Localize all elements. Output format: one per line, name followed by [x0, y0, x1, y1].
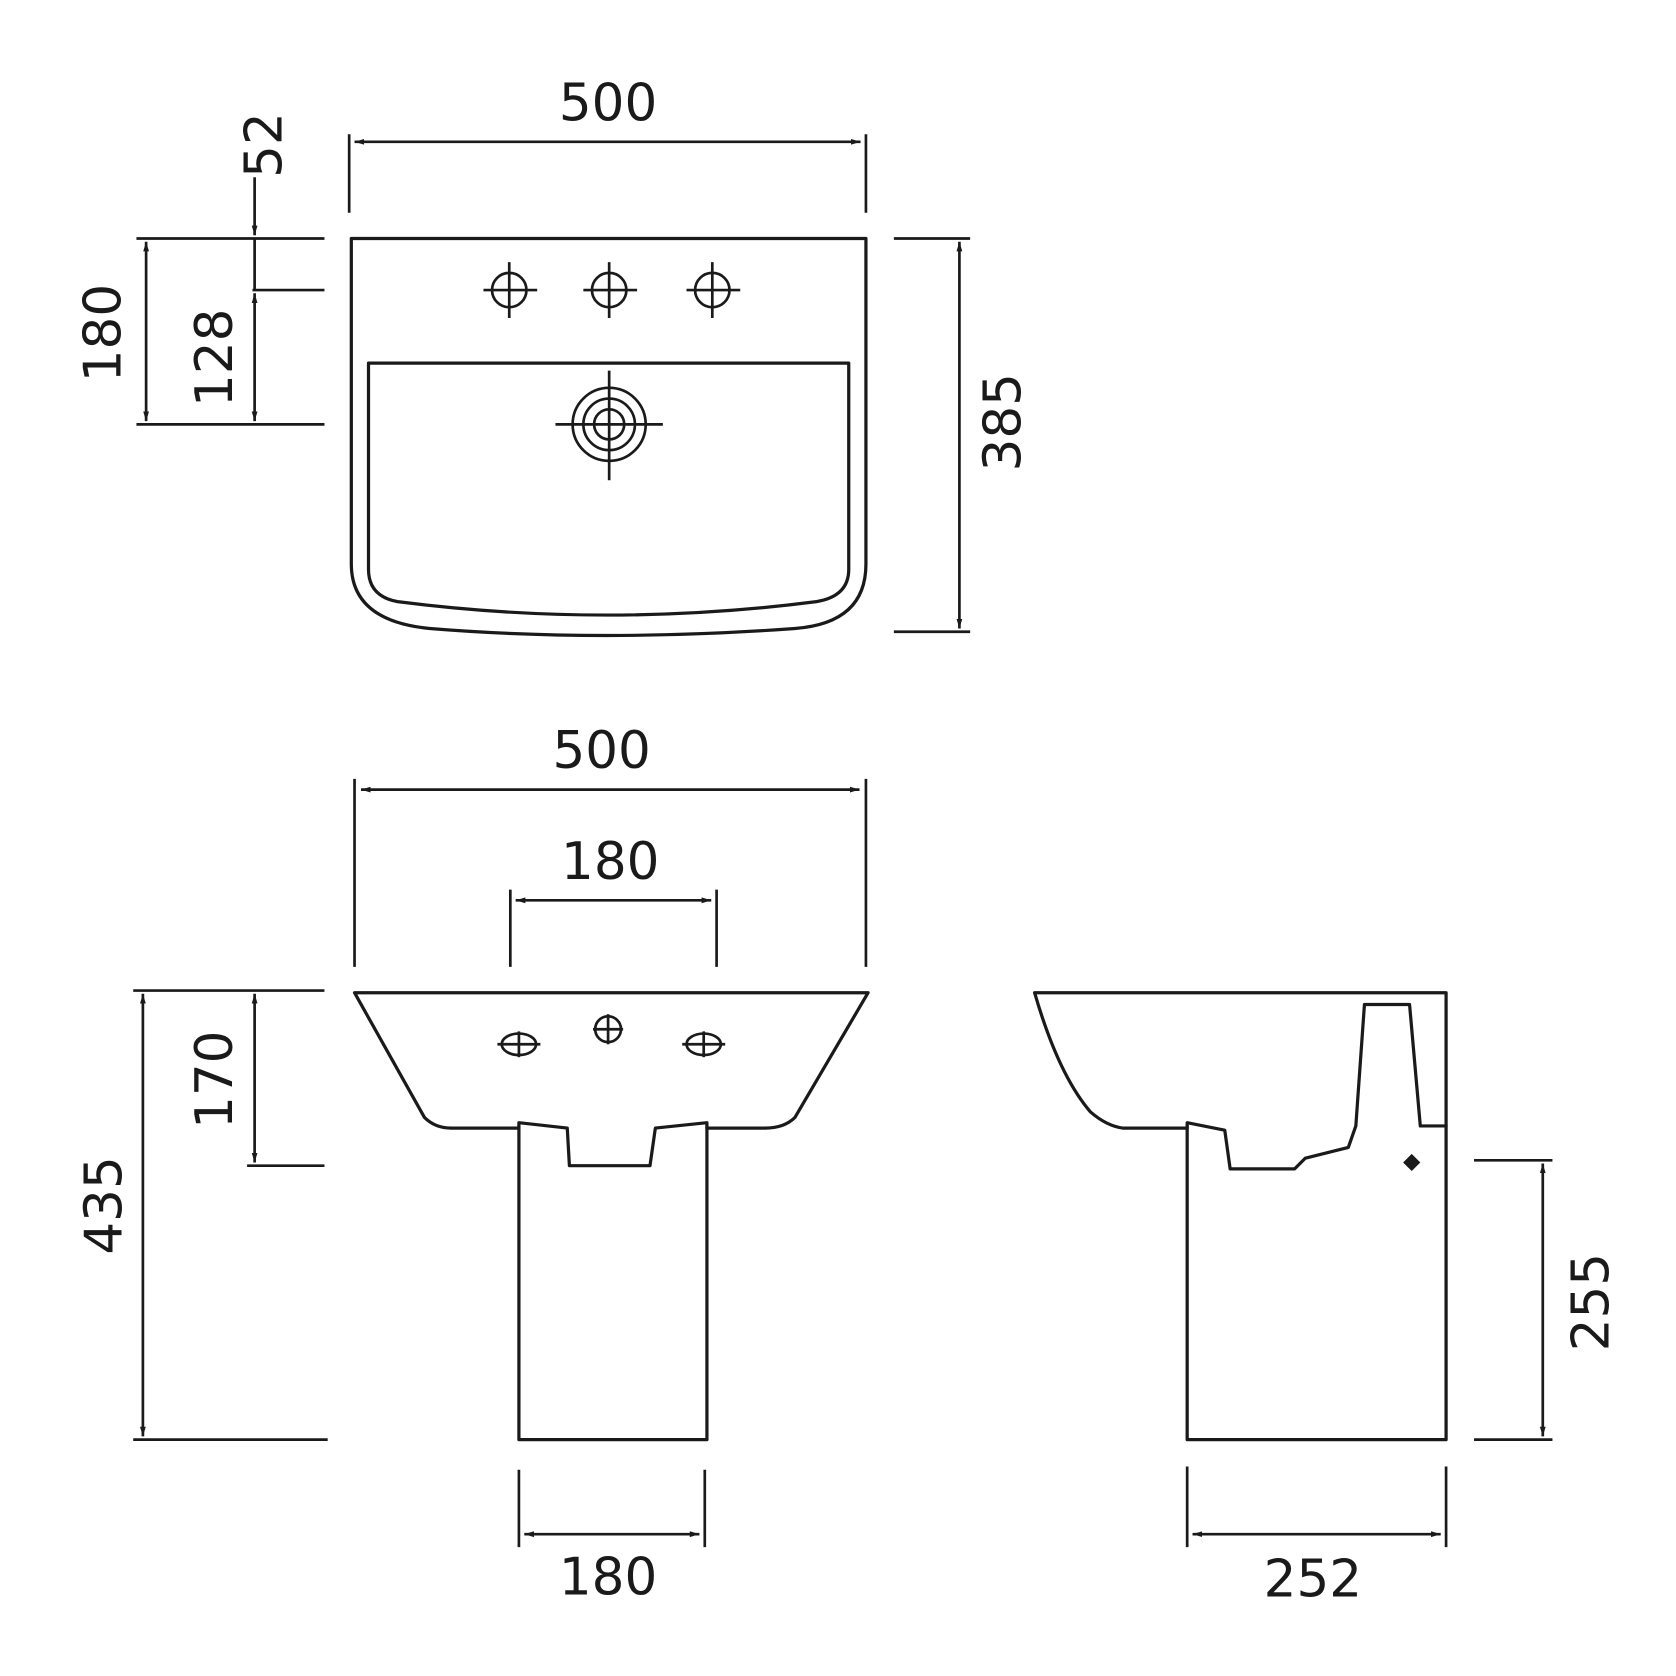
tap-hole-right-icon	[686, 262, 741, 319]
waste-outlet-icon	[555, 370, 663, 481]
pedestal-front	[517, 1124, 709, 1442]
fixing-point-icon	[1403, 1153, 1421, 1172]
basin-outline-front	[352, 991, 870, 1168]
basin-height-label: 170	[185, 1031, 245, 1129]
depth-label: 385	[974, 373, 1034, 471]
tap-hole-front-center-icon	[593, 1014, 624, 1045]
overall-depth-label: 180	[73, 284, 133, 382]
tap-hole-front-left-icon	[497, 1031, 541, 1058]
side-view: 255 252	[1032, 991, 1621, 1609]
overall-height-label: 435	[74, 1156, 134, 1254]
basin-outline-top	[349, 236, 868, 638]
tap-hole-front-right-icon	[682, 1031, 726, 1058]
pedestal-width-label: 180	[559, 1547, 657, 1607]
bowl-outline-top	[366, 361, 851, 617]
pedestal-depth-label: 252	[1264, 1549, 1362, 1609]
top-width-label: 500	[559, 73, 657, 133]
pedestal-side	[1185, 1124, 1448, 1442]
front-view: 500 180 170 435 180	[74, 721, 870, 1607]
waste-offset-label: 128	[185, 309, 245, 407]
tap-offset-label: 52	[234, 112, 294, 178]
tap-spacing-label: 180	[561, 832, 659, 892]
tap-hole-left-icon	[483, 262, 538, 319]
tap-hole-center-icon	[583, 262, 638, 319]
pedestal-height-label: 255	[1561, 1253, 1621, 1351]
basin-outline-side	[1032, 991, 1448, 1171]
top-view: 500 180 52 128 385	[73, 73, 1034, 638]
front-width-label: 500	[552, 721, 650, 781]
